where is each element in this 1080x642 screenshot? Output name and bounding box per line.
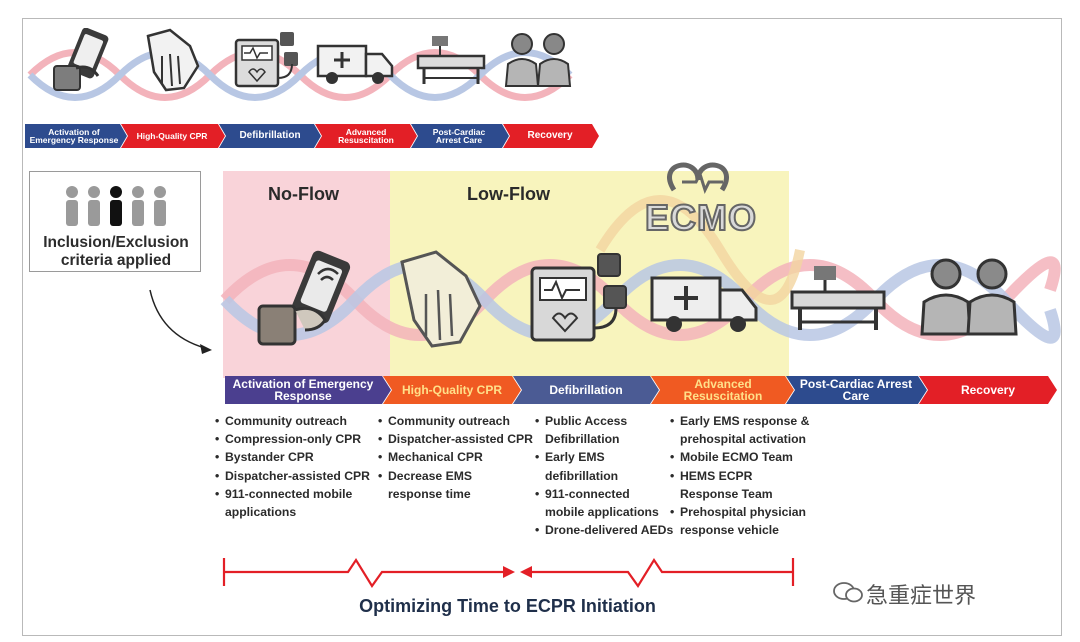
list-item: Dispatcher-assisted CPR <box>215 467 375 485</box>
list-item: Decrease EMS response time <box>378 467 488 503</box>
list-item: Community outreach <box>215 412 375 430</box>
smartphone-icon-large <box>257 250 351 346</box>
inclusion-box: Inclusion/Exclusion criteria applied <box>29 171 201 272</box>
ambulance-icon-large <box>650 276 758 332</box>
top-step-advanced: Advanced Resuscitation <box>338 126 394 145</box>
list-item: Bystander CPR <box>215 448 375 466</box>
cpr-hands-icon <box>146 28 200 92</box>
list-item: Public Access Defibrillation <box>535 412 635 448</box>
no-flow-title: No-Flow <box>268 184 339 204</box>
inclusion-text: Inclusion/Exclusion criteria applied <box>30 234 202 270</box>
inclusion-text-line2: criteria applied <box>60 252 172 269</box>
list-advanced: Early EMS response & prehospital activat… <box>670 412 820 539</box>
list-defib: Public Access Defibrillation Early EMS d… <box>535 412 675 540</box>
list-item: Mobile ECMO Team <box>670 448 820 466</box>
list-item: Prehospital physician response vehicle <box>670 503 808 539</box>
hospital-bed-icon-large <box>790 266 886 330</box>
hospital-bed-icon <box>416 36 486 84</box>
list-item: Community outreach <box>378 412 538 430</box>
top-step-recovery: Recovery <box>527 130 573 141</box>
list-item: Early EMS response & prehospital activat… <box>670 412 820 448</box>
step-high-quality-cpr: High-Quality CPR <box>401 383 502 397</box>
inclusion-text-line1: Inclusion/Exclusion <box>43 234 189 251</box>
list-item: Dispatcher-assisted CPR <box>378 430 538 448</box>
figure-frame <box>22 18 1062 636</box>
list-cpr: Community outreach Dispatcher-assisted C… <box>378 412 538 503</box>
list-item: HEMS ECPR Response Team <box>670 467 780 503</box>
step-advanced-resuscitation: Advanced Resuscitation <box>683 377 763 403</box>
list-item: Drone-delivered AEDs <box>535 521 675 539</box>
ambulance-icon <box>316 44 394 84</box>
list-item: 911-connected mobile applications <box>535 485 663 521</box>
top-step-activation: Activation of Emergency Response <box>29 126 119 145</box>
defibrillator-icon <box>234 32 298 88</box>
smartphone-icon <box>53 28 109 91</box>
step-defibrillation: Defibrillation <box>549 383 623 397</box>
step-activation: Activation of Emergency Response <box>232 377 374 403</box>
list-item: 911-connected mobile applications <box>215 485 355 521</box>
list-item: Early EMS defibrillation <box>535 448 625 484</box>
step-post-cardiac: Post-Cardiac Arrest Care <box>799 377 913 403</box>
people-group-icon <box>66 186 166 226</box>
defibrillator-icon-large <box>530 253 627 342</box>
ecmo-logo <box>667 162 729 194</box>
people-icon <box>504 33 572 87</box>
list-activation: Community outreach Compression-only CPR … <box>215 412 375 521</box>
list-item: Mechanical CPR <box>378 448 538 466</box>
cpr-hands-icon-large <box>400 250 482 348</box>
chat-bubble-icon <box>833 582 863 603</box>
top-step-post-cardiac: Post-Cardiac Arrest Care <box>432 126 486 145</box>
top-step-defibrillation: Defibrillation <box>239 130 301 141</box>
top-step-cpr: High-Quality CPR <box>136 130 208 141</box>
low-flow-title: Low-Flow <box>467 184 550 204</box>
people-icon-large <box>920 258 1018 336</box>
list-item: Compression-only CPR <box>215 430 375 448</box>
ecmo-label: ECMO <box>644 196 757 239</box>
timeline-caption: Optimizing Time to ECPR Initiation <box>359 596 656 616</box>
step-recovery: Recovery <box>960 383 1016 397</box>
watermark-text: 急重症世界 <box>866 584 977 609</box>
